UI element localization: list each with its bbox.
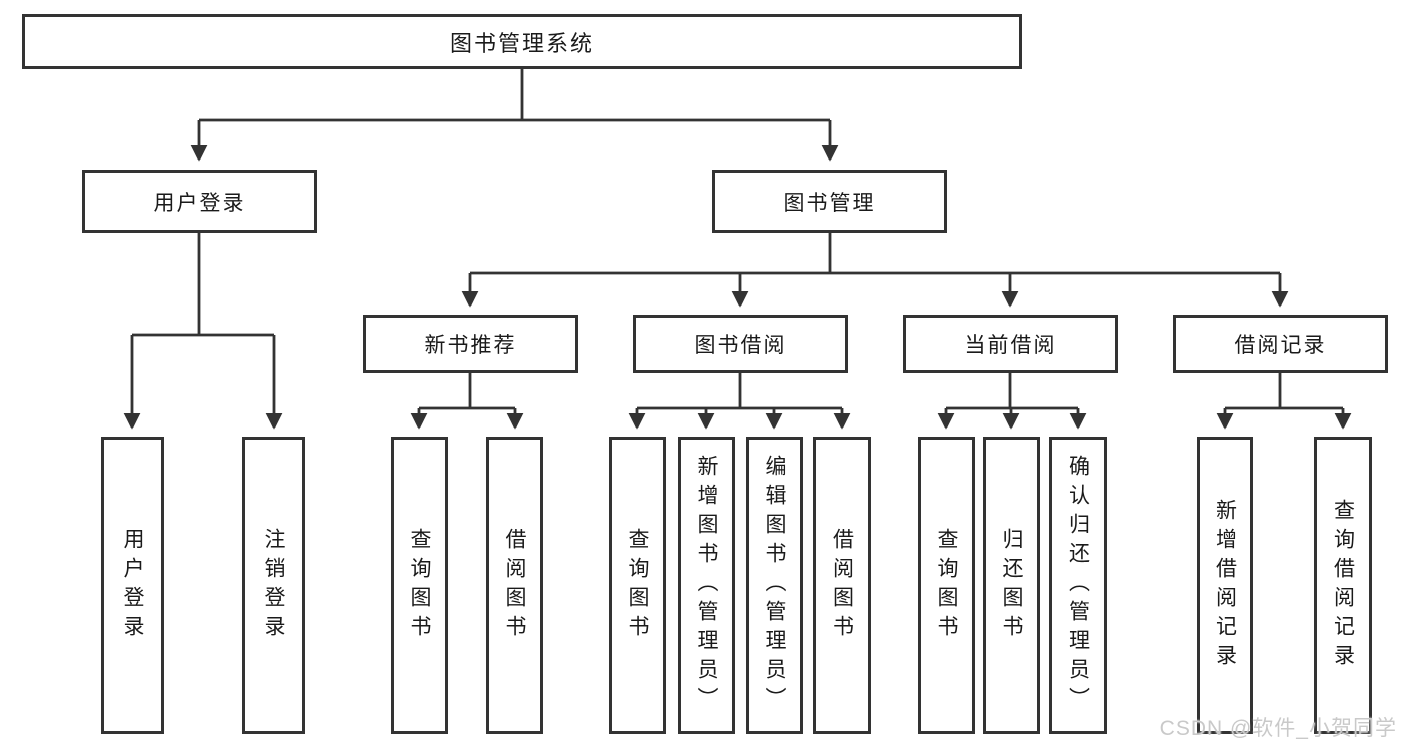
leaf-borrow-books: 借阅图书	[813, 437, 871, 734]
leaf-return-books: 归还图书	[983, 437, 1040, 734]
leaf-label: 新增图书（管理员）	[695, 455, 718, 716]
leaf-label: 借阅图书	[503, 527, 526, 644]
node-label: 当前借阅	[964, 334, 1057, 357]
leaf-label: 借阅图书	[830, 527, 854, 644]
leaf-label: 查询图书	[408, 527, 431, 644]
leaf-query-books: 查询图书	[918, 437, 975, 734]
connector-root-to-level2	[190, 69, 839, 162]
leaf-label: 注销登录	[262, 527, 285, 644]
node-book-borrow: 图书借阅	[633, 315, 848, 373]
connector-records-to-leaves	[1216, 373, 1352, 430]
node-root-system: 图书管理系统	[22, 14, 1022, 69]
leaf-label: 查询图书	[935, 527, 958, 644]
leaf-query-borrow-record: 查询借阅记录	[1314, 437, 1372, 734]
leaf-label: 用户登录	[121, 527, 144, 644]
node-label: 图书管理	[783, 191, 876, 215]
leaf-confirm-return-admin: 确认归还（管理员）	[1049, 437, 1107, 734]
leaf-label: 新增借阅记录	[1213, 498, 1237, 673]
node-new-book-recommend: 新书推荐	[363, 315, 578, 373]
node-label: 新书推荐	[424, 334, 517, 357]
connector-bookmgmt-to-level3	[461, 233, 1289, 308]
leaf-borrow-books: 借阅图书	[486, 437, 543, 734]
connector-bookborrow-to-leaves	[628, 373, 851, 430]
connector-currentborrow-to-leaves	[937, 373, 1087, 430]
node-label: 用户登录	[153, 191, 246, 215]
node-current-borrow: 当前借阅	[903, 315, 1118, 373]
leaf-add-books-admin: 新增图书（管理员）	[678, 437, 735, 734]
node-user-login: 用户登录	[82, 170, 317, 233]
leaf-label: 编辑图书（管理员）	[763, 455, 786, 716]
node-borrow-records: 借阅记录	[1173, 315, 1388, 373]
leaf-edit-books-admin: 编辑图书（管理员）	[746, 437, 803, 734]
leaf-query-books: 查询图书	[391, 437, 448, 734]
leaf-query-books: 查询图书	[609, 437, 666, 734]
leaf-label: 确认归还（管理员）	[1066, 455, 1090, 716]
leaf-logout: 注销登录	[242, 437, 305, 734]
node-label: 借阅记录	[1234, 334, 1327, 357]
leaf-label: 归还图书	[1000, 527, 1023, 644]
connector-userlogin-to-leaves	[123, 233, 283, 430]
leaf-user-login: 用户登录	[101, 437, 164, 734]
leaf-add-borrow-record: 新增借阅记录	[1197, 437, 1253, 734]
leaf-label: 查询图书	[626, 527, 649, 644]
leaf-label: 查询借阅记录	[1331, 498, 1355, 673]
node-label: 图书管理系统	[449, 30, 594, 56]
connector-newbook-to-leaves	[410, 373, 524, 430]
csdn-watermark: CSDN @软件_小贺同学	[1159, 717, 1397, 740]
node-book-management: 图书管理	[712, 170, 947, 233]
node-label: 图书借阅	[694, 334, 787, 357]
